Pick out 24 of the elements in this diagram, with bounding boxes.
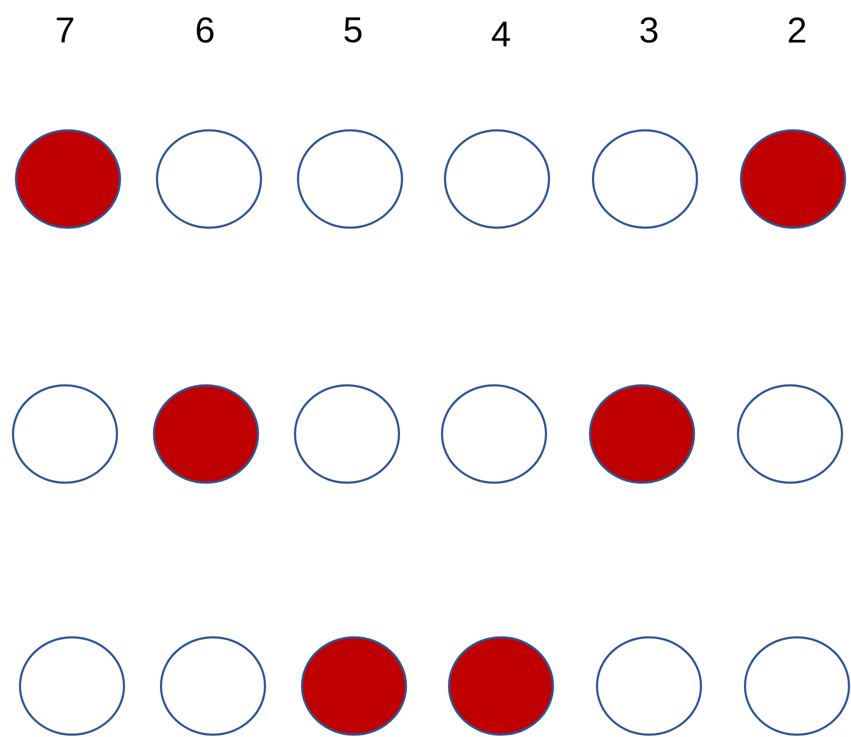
filled-circle	[14, 129, 122, 229]
filled-circle	[152, 384, 260, 484]
column-number: 4	[492, 22, 510, 46]
filled-circle	[448, 636, 554, 736]
filled-circle	[300, 636, 408, 736]
empty-circle	[440, 384, 548, 484]
empty-circle	[596, 636, 702, 736]
empty-circle	[744, 636, 850, 736]
empty-circle	[444, 129, 550, 229]
empty-circle	[156, 129, 262, 229]
filled-circle	[588, 384, 696, 484]
empty-circle	[296, 129, 404, 229]
column-number: 2	[788, 17, 806, 43]
filled-circle	[740, 129, 846, 229]
column-number: 3	[640, 17, 658, 43]
empty-circle	[592, 129, 698, 229]
column-number: 6	[196, 17, 214, 43]
column-number: 5	[344, 17, 362, 43]
column-number: 7	[56, 18, 74, 42]
empty-circle	[736, 384, 844, 484]
empty-circle	[18, 636, 126, 736]
empty-circle	[294, 384, 400, 484]
empty-circle	[12, 384, 118, 484]
empty-circle	[160, 636, 266, 736]
